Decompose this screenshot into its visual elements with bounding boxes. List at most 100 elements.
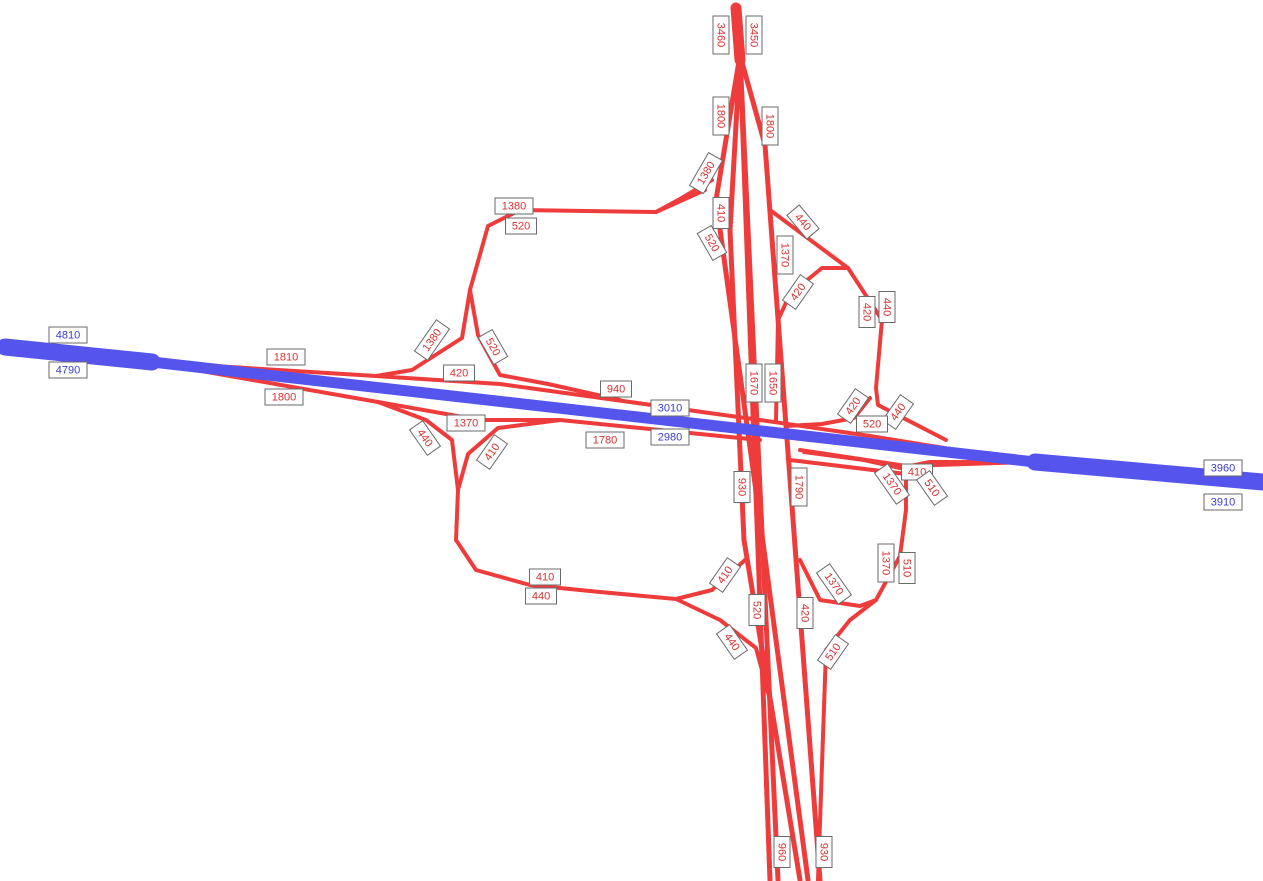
label-box	[733, 471, 751, 503]
ramp-north-trunk	[730, 2, 746, 66]
ramp-flow-label: 510	[915, 470, 949, 506]
label-box	[477, 328, 509, 366]
label-text: 440	[532, 591, 550, 603]
label-text: 420	[799, 604, 811, 622]
label-box	[585, 431, 625, 449]
label-box	[786, 204, 820, 240]
highway-east-segment	[1026, 453, 1263, 491]
flow-labels: 4810 4790 3010 2980 3960 3910 3460 3450 1800 1800…	[48, 15, 1243, 868]
label-box	[688, 151, 724, 195]
ramp-flow-label: 410	[708, 557, 742, 593]
label-box	[1203, 493, 1243, 511]
ramp-flow-label: 1380	[494, 197, 534, 215]
ramp-flow-label: 930	[733, 471, 751, 503]
label-text: 3450	[748, 23, 760, 47]
label-box	[856, 415, 888, 433]
ramp-flow-label: 420	[796, 597, 814, 629]
label-text: 3910	[1211, 497, 1235, 509]
ramp-flow-label: 520	[696, 224, 728, 262]
ramp-flow-label: 1370	[877, 543, 895, 583]
label-box	[712, 197, 730, 229]
ramp-flow-label: 930	[815, 836, 833, 868]
ramp-sw-loop-outer	[376, 400, 747, 601]
label-box	[1203, 459, 1243, 477]
label-text: 1780	[593, 435, 617, 447]
label-box	[650, 399, 690, 417]
ramp-flow-label: 1800	[712, 96, 730, 136]
highway-flow-label: 3010	[650, 399, 690, 417]
label-box	[898, 552, 916, 584]
ramp-flow-label: 1370	[815, 563, 853, 605]
label-text: 410	[536, 572, 554, 584]
highway-flow-label: 4810	[48, 326, 88, 344]
ramp-flow-label: 1790	[790, 467, 808, 507]
highway-flow-label: 3960	[1203, 459, 1243, 477]
label-box	[748, 594, 766, 626]
label-box	[48, 326, 88, 344]
ramp-ne-loop-inner	[774, 266, 850, 422]
highway-flow-label: 4790	[48, 361, 88, 379]
ramp-flow-label: 1670	[745, 363, 763, 403]
label-box	[881, 394, 915, 430]
ramp-north-nb-a	[727, 52, 803, 881]
label-box	[745, 15, 763, 55]
ramp-flow-label: 1800	[761, 106, 779, 146]
label-text: 1800	[272, 392, 296, 404]
ramp-flow-label: 410	[475, 434, 509, 470]
ramp-nw-loop-inner	[468, 288, 622, 402]
ramp-flow-label: 440	[525, 587, 557, 605]
ramp-flow-label: 3460	[712, 15, 730, 55]
label-text: 1670	[748, 371, 760, 395]
ramp-flow-label: 940	[600, 380, 632, 398]
ramp-se-tail	[816, 598, 878, 881]
ramp-flow-label: 440	[881, 394, 915, 430]
ramp-flow-label: 420	[781, 274, 815, 310]
label-box	[781, 274, 815, 310]
ramp-flow-label: 510	[898, 552, 916, 584]
highway-flow-label: 2980	[650, 428, 690, 446]
ramp-flow-label: 410	[529, 568, 561, 586]
label-box	[712, 15, 730, 55]
label-text: 1810	[274, 352, 298, 364]
label-text: 410	[715, 204, 727, 222]
label-text: 2980	[658, 432, 682, 444]
label-box	[764, 363, 782, 403]
label-text: 1800	[715, 104, 727, 128]
ramp-flow-label: 1780	[585, 431, 625, 449]
label-box	[873, 463, 911, 505]
label-box	[776, 235, 794, 275]
ramp-flow-label: 960	[773, 836, 791, 868]
label-box	[712, 96, 730, 136]
ramp-flow-label: 520	[748, 594, 766, 626]
label-text: 930	[736, 478, 748, 496]
label-text: 1790	[793, 475, 805, 499]
ramp-flow-label: 440	[786, 204, 820, 240]
label-box	[264, 388, 304, 406]
highway-flow-label: 3910	[1203, 493, 1243, 511]
label-box	[475, 434, 509, 470]
label-text: 440	[881, 298, 893, 316]
label-text: 3960	[1211, 463, 1235, 475]
ramp-flow-label: 520	[505, 217, 537, 235]
label-box	[761, 106, 779, 146]
ramp-flow-label: 410	[712, 197, 730, 229]
label-box	[696, 224, 728, 262]
label-text: 4790	[56, 365, 80, 377]
label-box	[413, 319, 451, 361]
label-box	[878, 291, 896, 323]
label-box	[745, 363, 763, 403]
label-box	[600, 380, 632, 398]
label-text: 1380	[502, 201, 526, 213]
label-box	[790, 467, 808, 507]
label-text: 4810	[56, 330, 80, 342]
label-text: 1370	[880, 551, 892, 575]
label-text: 510	[901, 559, 913, 577]
ramp-flow-label: 3450	[745, 15, 763, 55]
ramp-flow-label: 420	[443, 364, 475, 382]
label-text: 930	[818, 843, 830, 861]
ramp-nw-loop-outer	[374, 188, 707, 378]
label-box	[525, 587, 557, 605]
ramp-flow-label: 1370	[446, 414, 486, 432]
label-box	[877, 543, 895, 583]
